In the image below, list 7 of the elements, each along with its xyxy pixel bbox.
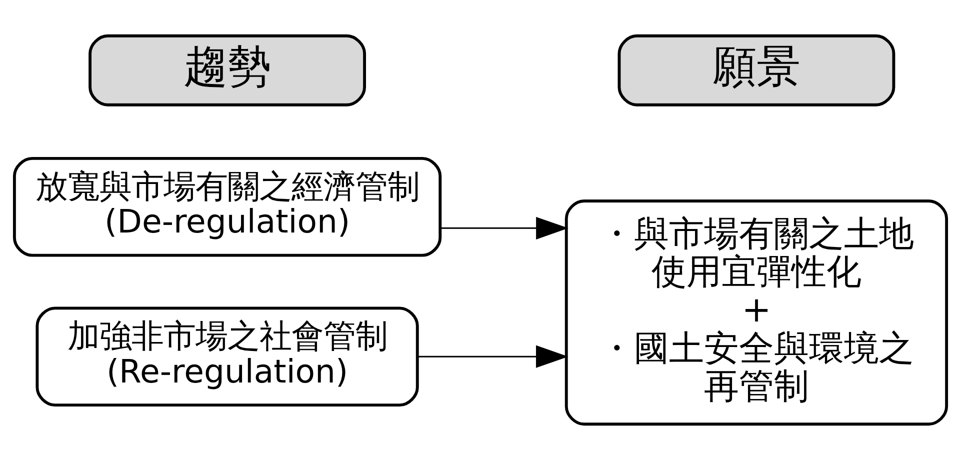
node-box: 趨勢 — [88, 34, 366, 106]
arrow — [418, 344, 568, 368]
node-box: ・與市場有關之土地使用宜彈性化 + ・國土安全與環境之再管制 — [564, 199, 948, 426]
node-box: 放寬與市場有關之經濟管制(De-regulation) — [12, 156, 442, 256]
arrow — [440, 216, 568, 239]
node-box: 願景 — [618, 34, 896, 106]
node-box: 加強非市場之社會管制 (Re-regulation) — [36, 306, 419, 406]
